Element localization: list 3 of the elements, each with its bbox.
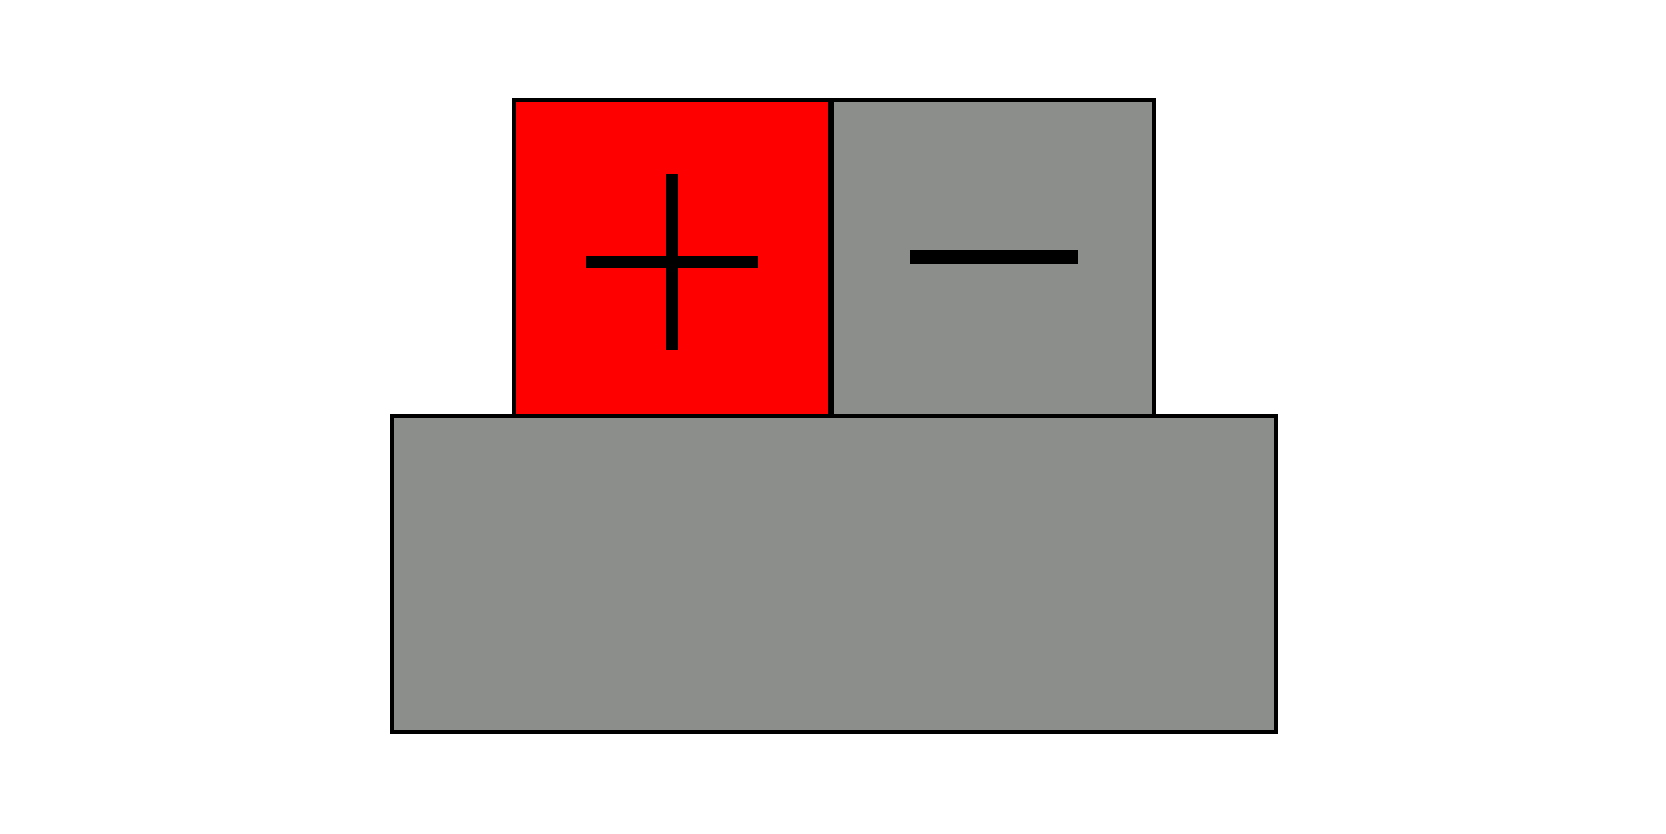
- terminal-block: [512, 98, 832, 418]
- base-block: [390, 414, 1278, 734]
- terminal-block: [830, 98, 1156, 418]
